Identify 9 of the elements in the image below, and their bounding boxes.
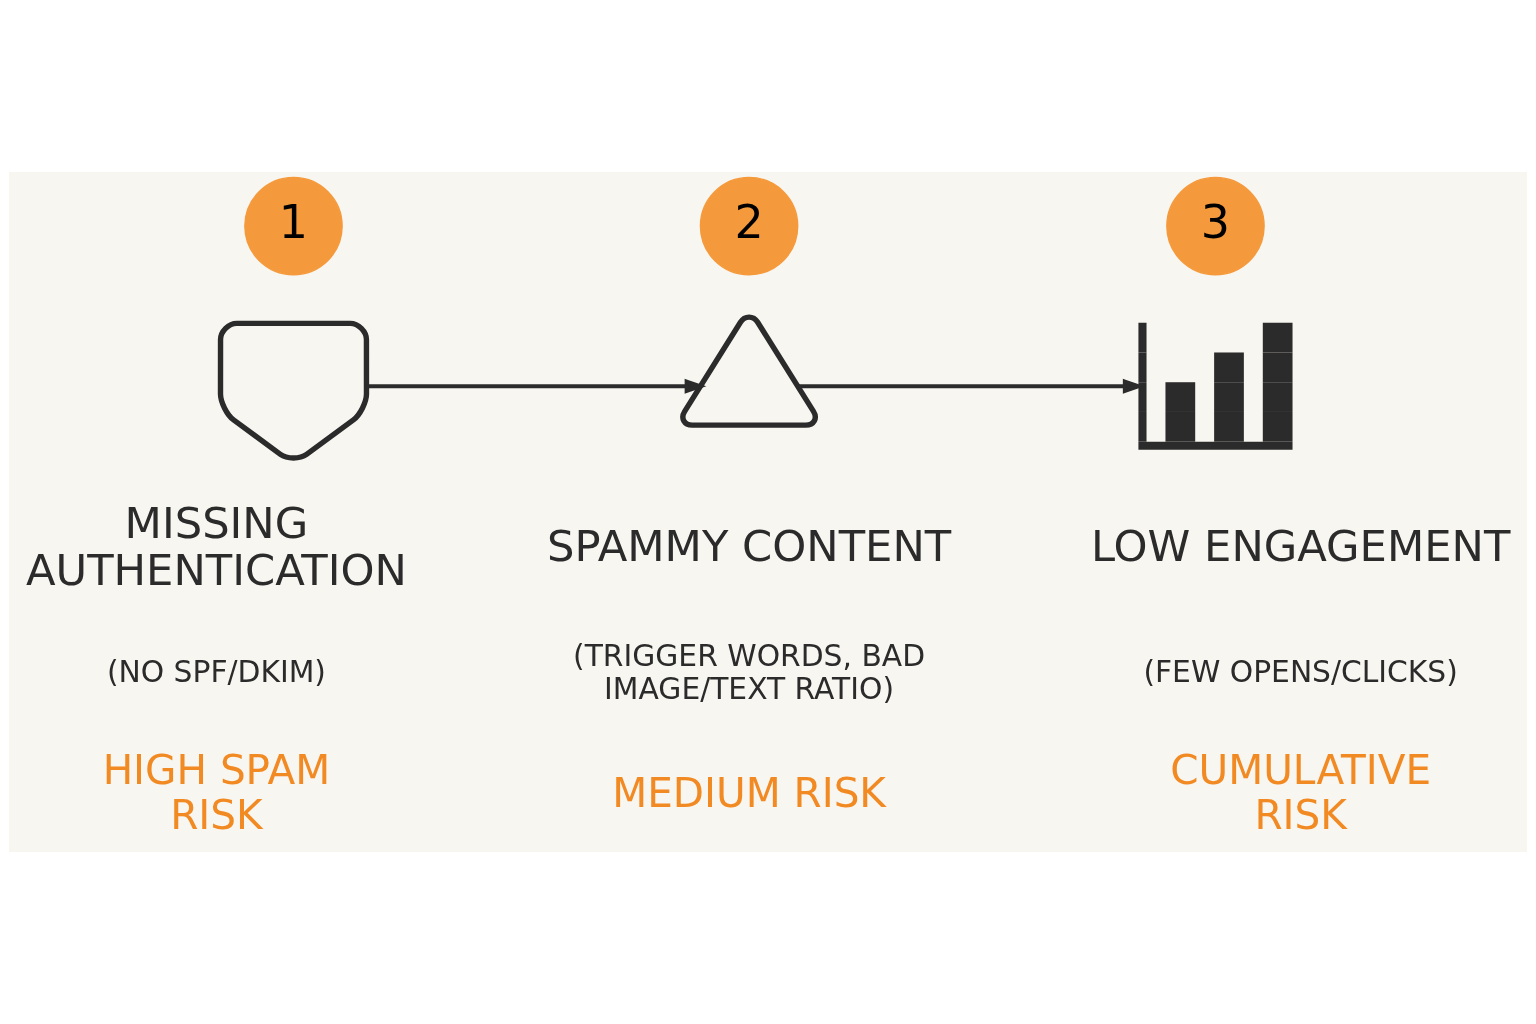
node-label: HIGH SPAM RISK (102, 746, 331, 840)
node-label: CUMULATIVE RISK (1170, 746, 1432, 840)
node-label: LOW ENGAGEMENT (1090, 521, 1511, 572)
node-label: (TRIGGER WORDS, BAD IMAGE/TEXT RATIO) (573, 638, 926, 706)
node-label: MEDIUM RISK (612, 768, 886, 817)
node-label: SPAMMY CONTENT (546, 521, 952, 572)
node-label: (NO SPF/DKIM) (106, 654, 326, 690)
node-label: (FEW OPENS/CLICKS) (1143, 654, 1458, 690)
node-label: MISSING AUTHENTICATION (25, 497, 407, 596)
